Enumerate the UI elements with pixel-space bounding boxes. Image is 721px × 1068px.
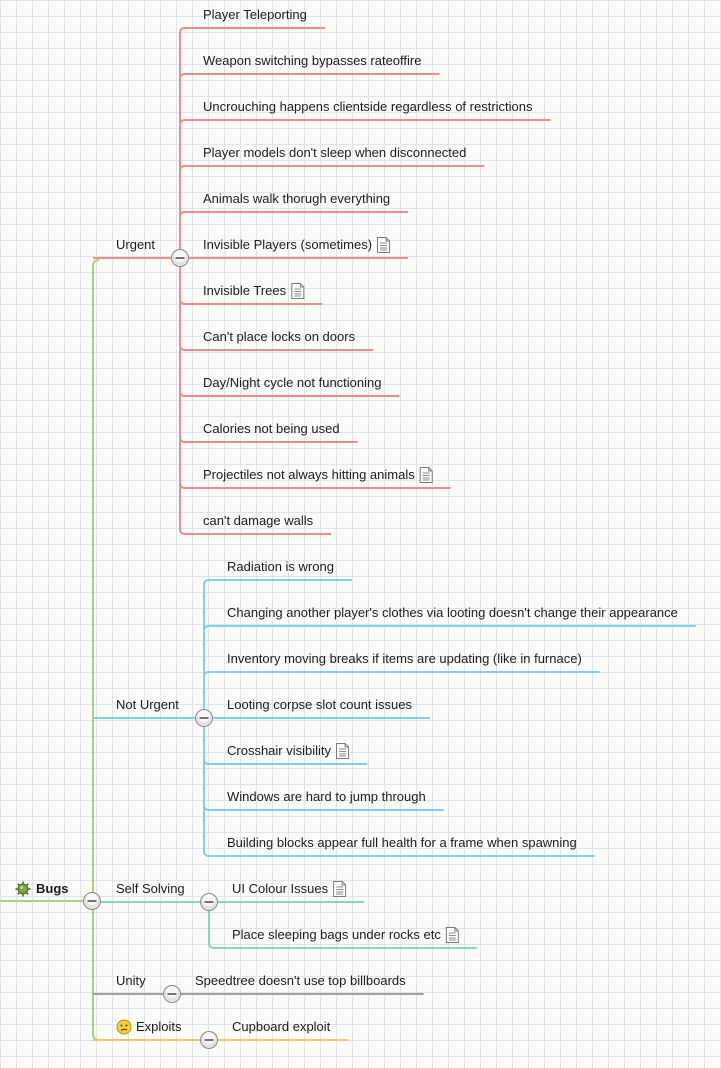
item-underline	[179, 211, 409, 218]
item-underline	[203, 758, 368, 765]
bug-item[interactable]: Weapon switching bypasses rateoffire	[203, 53, 422, 68]
item-underline	[179, 344, 374, 351]
bug-item[interactable]: Place sleeping bags under rocks etc	[232, 927, 441, 942]
confused-face-icon	[116, 1019, 132, 1035]
bug-item[interactable]: Projectiles not always hitting animals	[203, 467, 415, 482]
note-icon[interactable]	[377, 237, 391, 253]
item-underline	[179, 27, 326, 34]
collapse-button-exploits[interactable]	[200, 1031, 218, 1049]
item-underline	[179, 73, 440, 80]
item-underline	[179, 390, 400, 397]
trunk-line	[92, 259, 100, 1041]
note-icon[interactable]	[291, 283, 305, 299]
note-icon[interactable]	[336, 743, 350, 759]
item-underline	[203, 671, 600, 678]
branch-label-urgent[interactable]: Urgent	[116, 237, 156, 252]
bug-item[interactable]: Player models don't sleep when disconnec…	[203, 145, 467, 160]
node-layer	[15, 237, 459, 1049]
item-underline	[208, 942, 477, 949]
bug-item[interactable]: Windows are hard to jump through	[227, 789, 426, 804]
root-collapse-button[interactable]	[83, 892, 101, 910]
item-underline	[179, 165, 485, 172]
item-underline	[203, 625, 696, 632]
bug-item[interactable]: Radiation is wrong	[227, 559, 334, 574]
bug-item[interactable]: Invisible Trees	[203, 283, 287, 298]
item-underline	[179, 482, 451, 489]
bug-item[interactable]: Inventory moving breaks if items are upd…	[227, 651, 582, 666]
bug-item[interactable]: Player Teleporting	[203, 7, 307, 22]
branch-label-unity[interactable]: Unity	[116, 973, 146, 988]
note-icon[interactable]	[445, 927, 459, 943]
connector-lines	[0, 27, 696, 1041]
item-underline	[179, 298, 323, 305]
bug-item[interactable]: Invisible Players (sometimes)	[203, 237, 373, 252]
note-icon[interactable]	[419, 467, 433, 483]
bug-item[interactable]: Looting corpse slot count issues	[227, 697, 412, 712]
item-underline	[203, 850, 595, 857]
bug-item[interactable]: Cupboard exploit	[232, 1019, 331, 1034]
branch-label-exploits[interactable]: Exploits	[136, 1019, 182, 1034]
bug-item[interactable]: Uncrouching happens clientside regardles…	[203, 99, 533, 114]
collapse-button-self_solving[interactable]	[200, 893, 218, 911]
bug-item[interactable]: Animals walk thorugh everything	[203, 191, 391, 206]
item-underline	[179, 528, 332, 535]
collapse-button-unity[interactable]	[163, 985, 181, 1003]
bug-item[interactable]: Calories not being used	[203, 421, 340, 436]
bug-item[interactable]: Can't place locks on doors	[203, 329, 356, 344]
item-underline	[203, 804, 444, 811]
bug-item[interactable]: Building blocks appear full health for a…	[227, 835, 577, 850]
item-underline	[203, 579, 352, 586]
branch-label-not_urgent[interactable]: Not Urgent	[116, 697, 179, 712]
bug-item[interactable]: can't damage walls	[203, 513, 314, 528]
collapse-button-not_urgent[interactable]	[195, 709, 213, 727]
collapse-button-urgent[interactable]	[171, 249, 189, 267]
note-icon[interactable]	[333, 881, 347, 897]
bug-item[interactable]: Crosshair visibility	[227, 743, 332, 758]
branch-label-self_solving[interactable]: Self Solving	[116, 881, 185, 896]
bug-item[interactable]: Changing another player's clothes via lo…	[227, 605, 678, 620]
bug-item[interactable]: Day/Night cycle not functioning	[203, 375, 382, 390]
bug-item[interactable]: Speedtree doesn't use top billboards	[195, 973, 406, 988]
bug-icon	[15, 881, 31, 897]
root-label: Bugs	[36, 881, 69, 896]
bug-item[interactable]: UI Colour Issues	[232, 881, 329, 896]
item-underline	[179, 436, 358, 443]
item-underline	[179, 119, 551, 126]
